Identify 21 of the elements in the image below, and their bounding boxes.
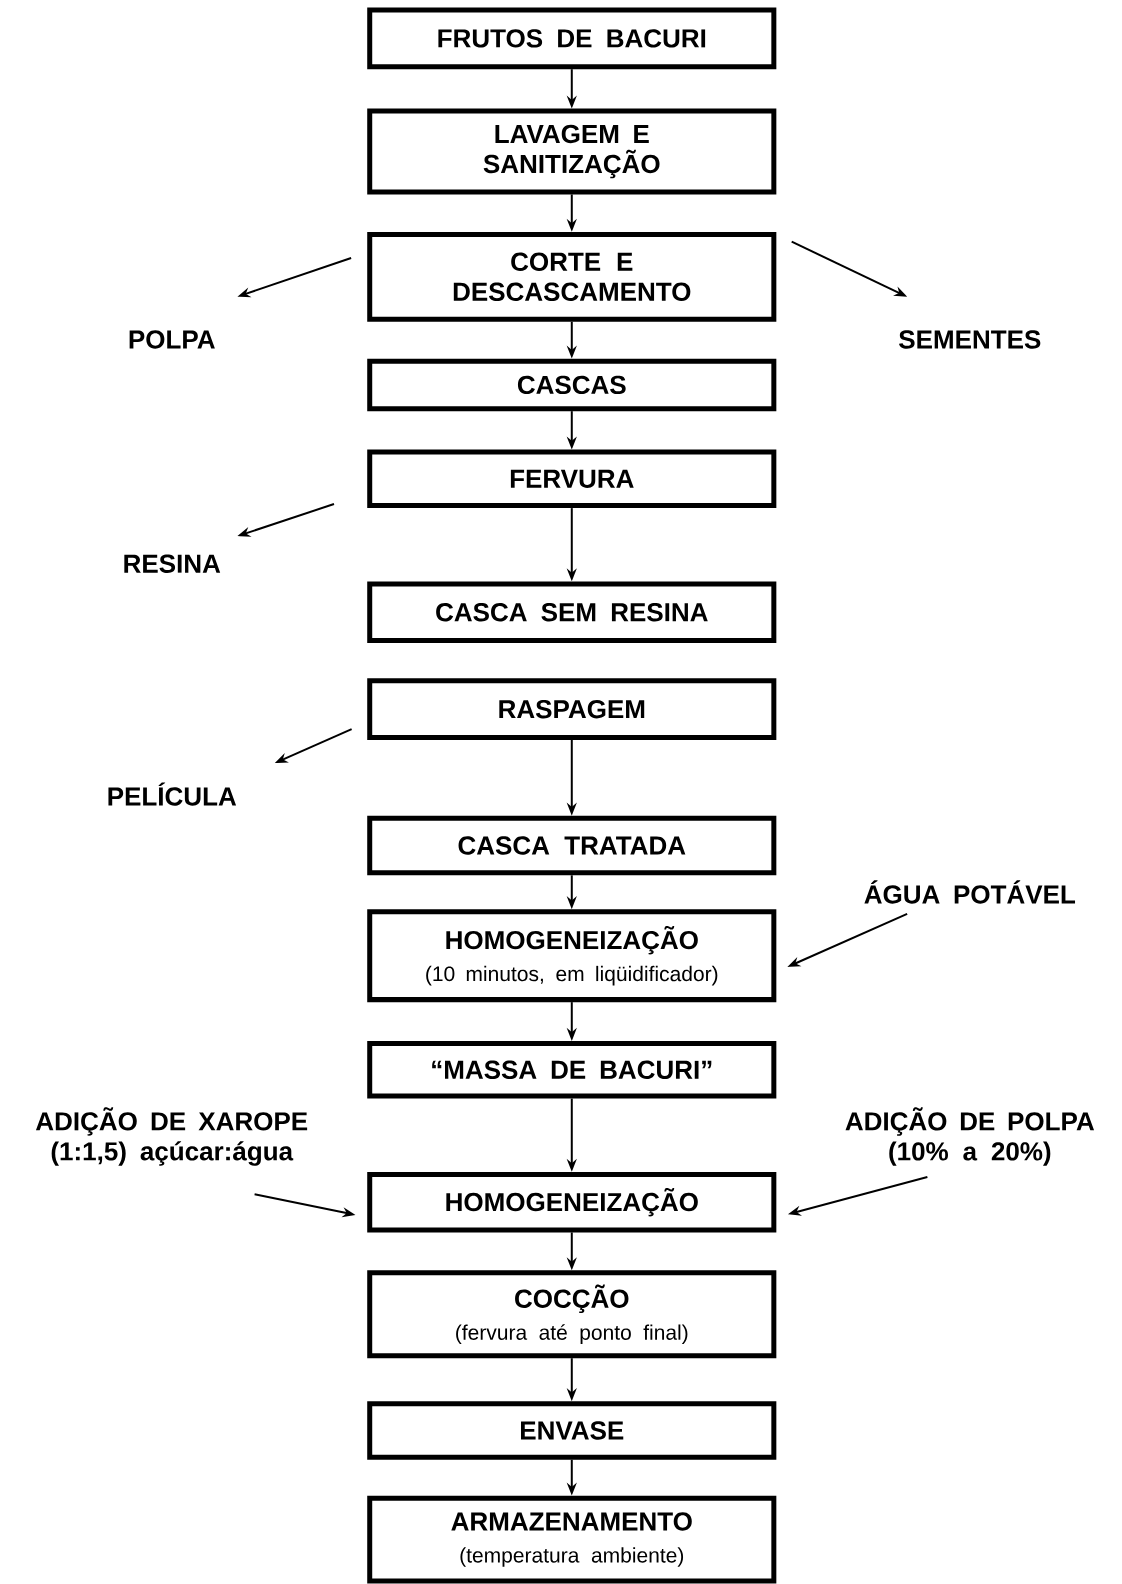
process-box: CASCA SEM RESINA	[367, 581, 777, 643]
process-box: HOMOGENEIZAÇÃO	[367, 1171, 777, 1233]
process-box: “MASSA DE BACURI”	[367, 1041, 777, 1099]
process-box: ARMAZENAMENTO (temperatura ambiente)	[367, 1495, 777, 1584]
process-box: CASCA TRATADA	[367, 815, 777, 876]
process-box: COCÇÃO (fervura até ponto final)	[367, 1270, 777, 1359]
process-box: CASCAS	[367, 358, 777, 412]
output-label: ADIÇÃO DE POLPA (10% a 20%)	[845, 1107, 1094, 1166]
output-label: POLPA	[129, 330, 215, 349]
process-box: LAVAGEM E SANITIZAÇÃO	[367, 108, 777, 195]
output-label: SEMENTES	[898, 330, 1041, 349]
output-label: PELÍCULA	[108, 782, 236, 806]
process-box: CORTE E DESCASCAMENTO	[367, 231, 777, 322]
output-label: ÁGUA POTÁVEL	[864, 880, 1075, 904]
process-box: ENVASE	[367, 1401, 777, 1460]
output-label: RESINA	[124, 554, 221, 573]
process-box: HOMOGENEIZAÇÃO (10 minutos, em liqüidificador)	[367, 909, 777, 1003]
process-box: FERVURA	[367, 449, 777, 509]
output-label: ADIÇÃO DE XAROPE (1:1,5) açúcar:água	[35, 1107, 307, 1166]
process-box: RASPAGEM	[367, 678, 777, 740]
process-box: FRUTOS DE BACURI	[367, 7, 777, 70]
